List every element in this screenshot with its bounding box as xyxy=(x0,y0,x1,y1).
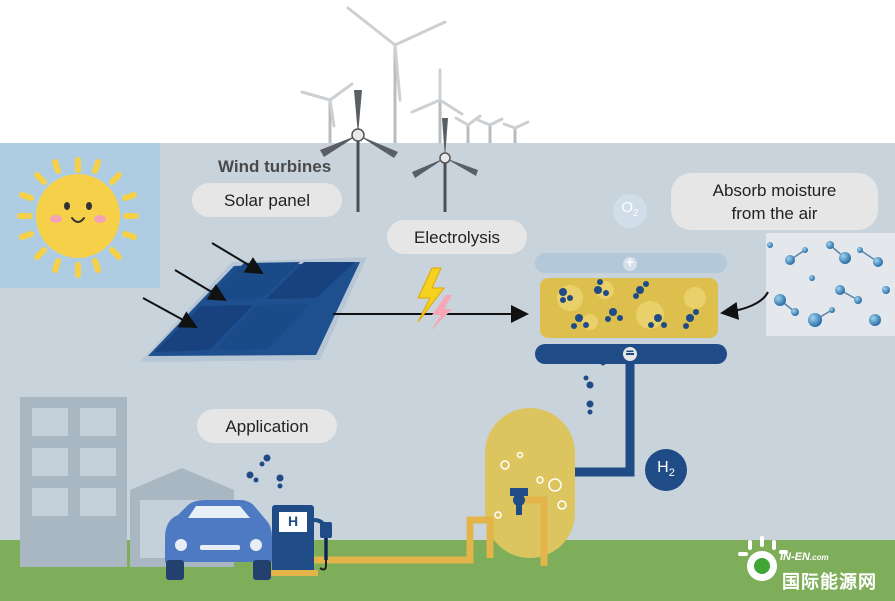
watermark-logo xyxy=(738,536,788,581)
application-molecules xyxy=(246,454,284,489)
fuel-pipe xyxy=(525,496,548,566)
hydrogen-storage-tank xyxy=(485,408,575,558)
buildings-icon xyxy=(20,397,234,567)
wind-turbines-label: Wind turbines xyxy=(218,157,332,176)
cathode-sign: − xyxy=(625,343,635,359)
watermark-brand-name: IN-EN xyxy=(780,551,810,563)
absorb-moisture-line-2: from the air xyxy=(731,203,818,223)
watermark-domain: .com xyxy=(809,553,829,562)
solar-panel-label: Solar panel xyxy=(192,183,342,217)
watermark-chinese: 国际能源网 xyxy=(782,572,877,592)
hydrogen-symbol: H xyxy=(657,459,669,476)
hydrogen-pipe xyxy=(572,364,635,477)
oxygen-label: O2 xyxy=(613,199,647,219)
absorb-moisture-line-1: Absorb moisture xyxy=(712,180,837,200)
anode-sign: + xyxy=(625,254,635,270)
application-label: Application xyxy=(197,409,337,443)
sunlight-arrows xyxy=(142,242,264,328)
hydrogen-label: H2 xyxy=(645,459,687,479)
lightning-icon xyxy=(417,267,452,332)
oxygen-subscript: 2 xyxy=(633,208,639,219)
electrolysis-label: Electrolysis xyxy=(387,220,527,254)
fuel-pump-icon xyxy=(268,505,332,576)
moisture-arrow xyxy=(720,291,769,320)
air-moisture-image xyxy=(766,233,895,336)
hydrogen-subscript: 2 xyxy=(668,467,675,480)
watermark-brand: IN-EN.com xyxy=(780,551,829,563)
pump-letter: H xyxy=(287,513,299,529)
car-icon xyxy=(165,500,272,580)
water-molecules xyxy=(559,279,699,329)
oxygen-symbol: O xyxy=(621,199,634,216)
fuel-line xyxy=(310,516,494,564)
absorb-moisture-label: Absorb moisture from the air xyxy=(671,173,878,230)
solar-panel-icon xyxy=(140,257,367,362)
sun-icon xyxy=(0,143,160,288)
hydrogen-bubble xyxy=(645,449,687,491)
wind-turbines-icon xyxy=(300,6,530,212)
hydrogen-molecules xyxy=(571,351,606,415)
oxygen-bubble xyxy=(613,194,647,228)
